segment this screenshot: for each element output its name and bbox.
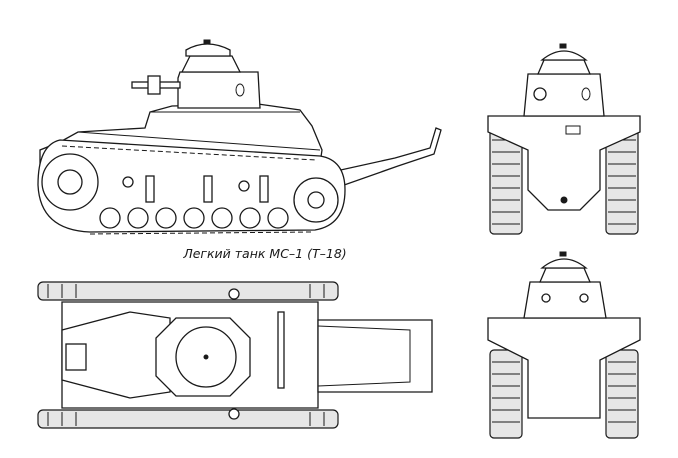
front-view [487,43,641,235]
rear-view [487,251,641,439]
top-view [37,281,433,429]
drawing-caption: Легкий танк МС–1 (Т–18) [183,246,347,261]
side-view [37,39,442,235]
